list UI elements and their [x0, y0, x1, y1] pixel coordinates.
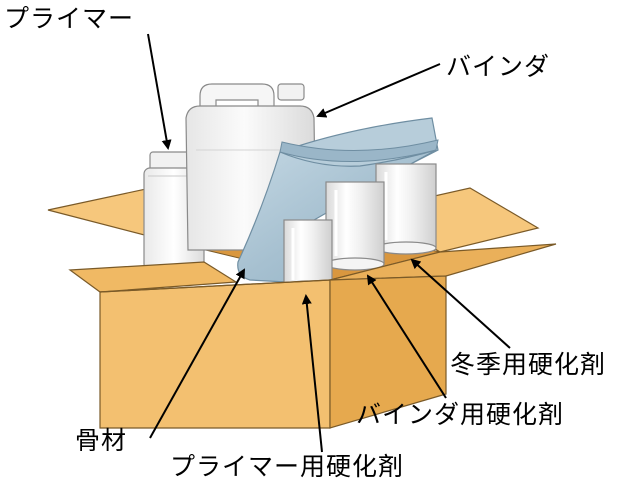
cardboard-box	[68, 243, 557, 429]
arrow-primer	[147, 33, 172, 150]
arrow-primer-hardener	[301, 294, 323, 453]
label-aggregate: 骨材	[75, 426, 128, 455]
label-binder-hardener: バインダ用硬化剤	[356, 400, 565, 429]
bag-roll	[279, 139, 439, 163]
label-primer: プライマー	[4, 4, 135, 33]
arrow-winter-hardener	[410, 258, 511, 349]
arrow-binder	[316, 63, 441, 118]
binder-hardener-bottle	[325, 181, 385, 271]
winter-hardener-bottle	[375, 163, 437, 255]
label-primer-hardener: プライマー用硬化剤	[170, 452, 405, 481]
box-front-left-flap	[68, 261, 238, 293]
leader-arrows	[147, 33, 511, 453]
canister-cap	[277, 83, 305, 101]
box-side-panel	[329, 275, 447, 429]
arrow-aggregate	[149, 268, 245, 439]
label-binder: バインダ	[446, 52, 551, 81]
label-winter-hardener: 冬季用硬化剤	[450, 350, 607, 379]
arrow-binder-hardener	[366, 274, 447, 399]
box-front-panel	[99, 279, 331, 429]
